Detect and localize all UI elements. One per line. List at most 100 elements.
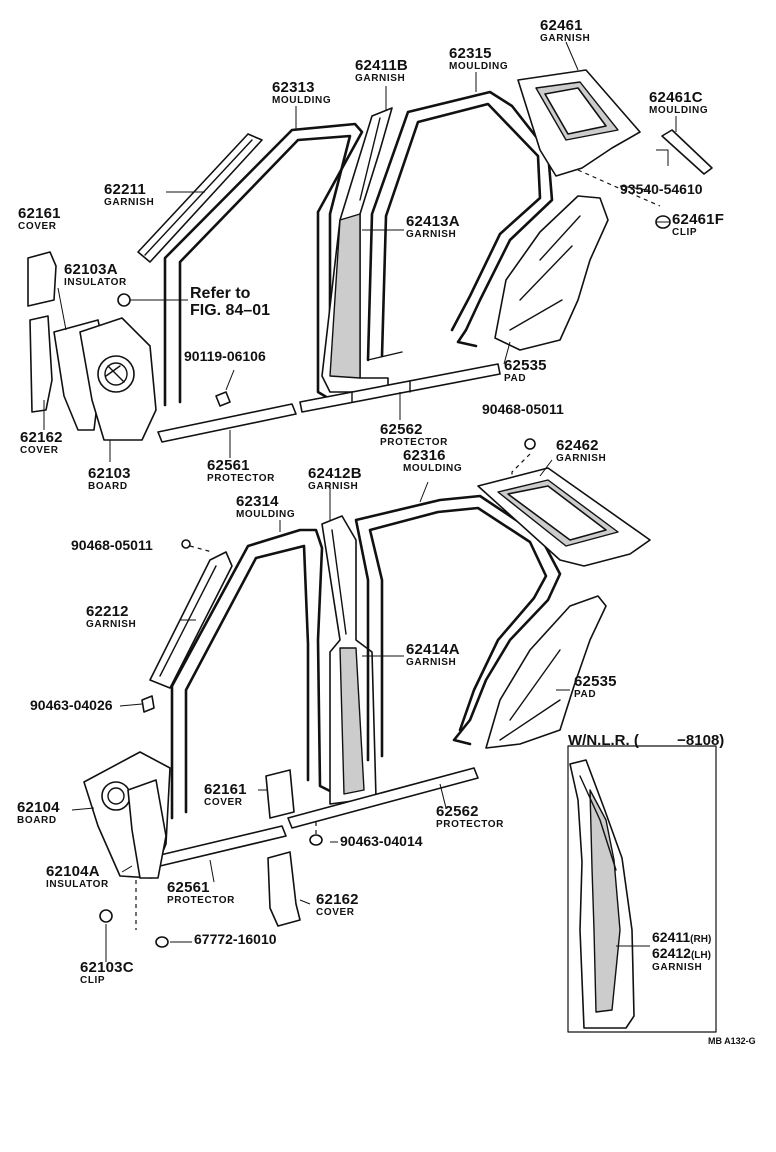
kick-cover-lower: [267, 851, 301, 927]
inset-title: W/N.L.R. ( −8108): [568, 732, 724, 749]
part-number: 62414A: [406, 641, 460, 658]
center-pillar-garnish-lower: [321, 515, 377, 805]
label-62316: 62316 MOULDING: [403, 448, 462, 474]
part-number: 62412B: [308, 465, 362, 482]
label-62162-upper: 62162 COVER: [20, 430, 63, 456]
inset-part-label: 62411(RH) 62412(LH) GARNISH: [652, 930, 711, 973]
cowl-cover-lower: [265, 769, 295, 819]
part-name: PROTECTOR: [380, 437, 448, 448]
part-number: 62413A: [406, 213, 460, 230]
label-62315: 62315 MOULDING: [449, 46, 508, 72]
inset-title-prefix: W/N.L.R. (: [568, 732, 639, 749]
wheelhouse-pad-lower: [485, 595, 607, 749]
inset-part2-side: (LH): [690, 950, 711, 961]
part-name: MOULDING: [272, 95, 332, 106]
label-62103: 62103 BOARD: [88, 466, 131, 492]
clip-upper-ref: [117, 293, 131, 307]
label-62211: 62211 GARNISH: [104, 182, 154, 208]
part-name: GARNISH: [540, 33, 591, 44]
label-90468-05011-upper: 90468-05011: [482, 401, 564, 417]
inset-part2-number: 62412: [652, 945, 691, 961]
label-67772-16010: 67772-16010: [194, 931, 277, 947]
label-62535-lower: 62535 PAD: [574, 674, 617, 700]
label-62562-upper: 62562 PROTECTOR: [380, 422, 448, 448]
label-62461: 62461 GARNISH: [540, 18, 590, 44]
label-62414A: 62414A GARNISH: [406, 642, 460, 668]
label-62461C: 62461C MOULDING: [649, 90, 708, 116]
part-name: COVER: [316, 907, 355, 918]
part-name: PAD: [504, 373, 527, 384]
inset-part1-side: (RH): [690, 934, 712, 945]
clip-90463-04014: [309, 834, 323, 846]
front-door-moulding-upper: [163, 122, 364, 407]
label-62561-lower: 62561 PROTECTOR: [167, 880, 235, 906]
part-name: GARNISH: [406, 657, 457, 668]
quarter-moulding: [661, 129, 713, 175]
label-62413A: 62413A GARNISH: [406, 214, 460, 240]
part-number: 62104A: [46, 863, 100, 880]
part-number: 62561: [167, 879, 210, 896]
label-90468-05011-lower: 90468-05011: [71, 537, 153, 553]
inset-box: [567, 745, 717, 1033]
clip-62103C: [99, 909, 113, 923]
part-name: MOULDING: [403, 463, 463, 474]
part-name: GARNISH: [308, 481, 359, 492]
part-name: BOARD: [88, 481, 128, 492]
quarter-window-garnish: [517, 69, 641, 177]
part-name: CLIP: [672, 227, 698, 238]
figure-reference-line1: Refer to: [190, 285, 251, 302]
part-name: PROTECTOR: [207, 473, 275, 484]
label-62412B: 62412B GARNISH: [308, 466, 362, 492]
part-number: 62461F: [672, 211, 725, 228]
label-90463-04026: 90463-04026: [30, 697, 113, 713]
label-62461F: 62461F CLIP: [672, 212, 724, 238]
label-62462: 62462 GARNISH: [556, 438, 606, 464]
part-number: 62211: [104, 181, 146, 198]
label-62104: 62104 BOARD: [17, 800, 60, 826]
label-62161-lower: 62161 COVER: [204, 782, 247, 808]
part-name: MOULDING: [449, 61, 509, 72]
part-name: GARNISH: [406, 229, 457, 240]
label-62212: 62212 GARNISH: [86, 604, 136, 630]
label-62161-upper: 62161 COVER: [18, 206, 61, 232]
rear-door-moulding-lower: [354, 494, 562, 762]
figure-reference: Refer to FIG. 84–01: [190, 285, 270, 320]
part-number: 62411B: [355, 57, 408, 74]
cowl-insulator-lower: [127, 779, 167, 879]
inset-part-name: GARNISH: [652, 962, 703, 973]
front-protector-lower: [155, 825, 287, 867]
figure-code: MB A132-G: [708, 1036, 756, 1046]
cowl-cover-upper: [27, 251, 57, 307]
part-number: 62103A: [64, 261, 118, 278]
rear-door-moulding-upper: [366, 90, 554, 362]
label-62535-upper: 62535 PAD: [504, 358, 547, 384]
label-62314: 62314 MOULDING: [236, 494, 295, 520]
part-number: 62161: [204, 781, 247, 798]
scuff-protector-upper: [299, 363, 501, 413]
label-62162-lower: 62162 COVER: [316, 892, 359, 918]
part-number: 62212: [86, 603, 129, 620]
part-name: GARNISH: [104, 197, 155, 208]
kick-cover-upper: [29, 315, 53, 413]
label-62313: 62313 MOULDING: [272, 80, 331, 106]
part-name: COVER: [20, 445, 59, 456]
part-name: BOARD: [17, 815, 57, 826]
part-number: 62103: [88, 465, 131, 482]
screw-90119: [215, 391, 231, 407]
part-number: 62104: [17, 799, 60, 816]
label-62104A: 62104A INSULATOR: [46, 864, 109, 890]
label-62411B: 62411B GARNISH: [355, 58, 408, 84]
part-number: 62162: [316, 891, 359, 908]
part-number: 62161: [18, 205, 61, 222]
clip-67772: [155, 936, 169, 948]
front-pillar-garnish-upper: [137, 133, 263, 263]
part-name: PROTECTOR: [167, 895, 235, 906]
part-name: PROTECTOR: [436, 819, 504, 830]
part-number: 62162: [20, 429, 63, 446]
part-number: 62535: [504, 357, 547, 374]
nut-90468-lower: [181, 539, 191, 549]
wheelhouse-pad-upper: [494, 195, 609, 351]
part-name: INSULATOR: [64, 277, 127, 288]
part-number: 62103C: [80, 959, 134, 976]
